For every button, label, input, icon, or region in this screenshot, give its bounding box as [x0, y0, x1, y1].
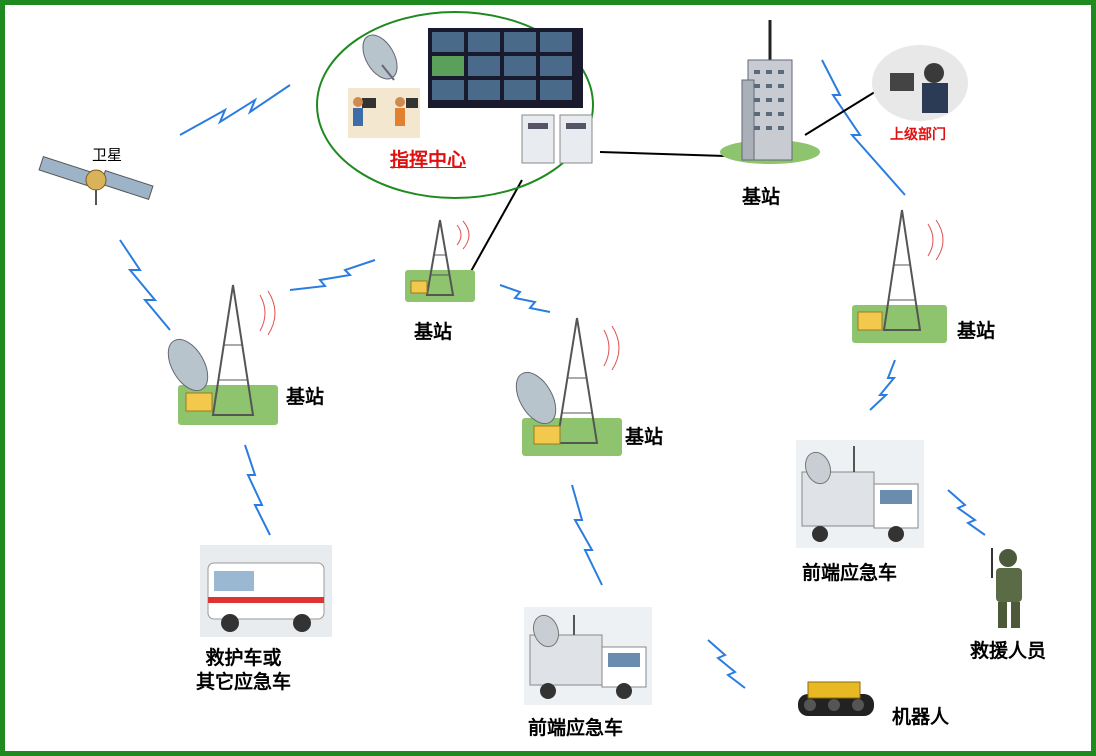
emergency-truck-icon-right [796, 440, 924, 548]
link-bsleft-ambulance [244, 444, 271, 536]
dish-icon [362, 34, 398, 81]
cell-tower-icon-right [852, 209, 947, 343]
superior-label: 上级部门 [890, 127, 946, 143]
command-center-ellipse [316, 11, 594, 199]
cell-tower-dish-icon-mid [515, 317, 622, 456]
truck-bottom-label: 前端应急车 [528, 717, 624, 739]
link-superior-bsright [821, 59, 906, 196]
robot-icon [798, 681, 874, 716]
link-satellite-command [179, 84, 291, 136]
link-bscenter-bsleft [289, 259, 376, 291]
link-satellite-bsleft [119, 239, 171, 331]
operators-icon [348, 88, 420, 138]
tower-top-label: 基站 [742, 186, 781, 208]
operator-icon [872, 45, 968, 121]
wire-tower-superior [804, 89, 879, 136]
truck-right-label: 前端应急车 [802, 562, 898, 584]
cell-tower-icon-center [405, 219, 475, 302]
satellite-icon [38, 155, 154, 205]
office-tower-icon [720, 20, 820, 164]
emergency-truck-icon-bottom [524, 607, 652, 705]
command-center-label[interactable]: 指挥中心 [390, 149, 467, 171]
satellite-label: 卫星 [92, 146, 123, 164]
video-wall-icon [428, 28, 583, 108]
link-bsmid-truck [571, 484, 603, 586]
bs-left-label: 基站 [286, 386, 325, 408]
ambulance-label: 救护车或 其它应急车 [196, 646, 291, 694]
wire-command-tower [599, 151, 726, 157]
rescuer-label: 救援人员 [970, 640, 1047, 662]
soldier-icon [991, 548, 1022, 628]
ambulance-label-line1: 救护车或 [205, 647, 282, 669]
link-bsright-truck [869, 359, 897, 411]
link-truck-robot [707, 639, 746, 689]
ambulance-label-line2: 其它应急车 [196, 671, 292, 693]
servers-icon [521, 114, 593, 164]
link-rescuer-truck [947, 489, 986, 536]
bs-right-label: 基站 [957, 320, 996, 342]
bs-center-label: 基站 [414, 321, 453, 343]
robot-label: 机器人 [892, 706, 950, 728]
bs-mid-label: 基站 [625, 426, 664, 448]
cell-tower-dish-icon-left [167, 284, 278, 425]
wire-command-bscenter [464, 179, 523, 283]
link-bscenter-bsmid [499, 284, 551, 313]
ambulance-icon [200, 545, 332, 637]
